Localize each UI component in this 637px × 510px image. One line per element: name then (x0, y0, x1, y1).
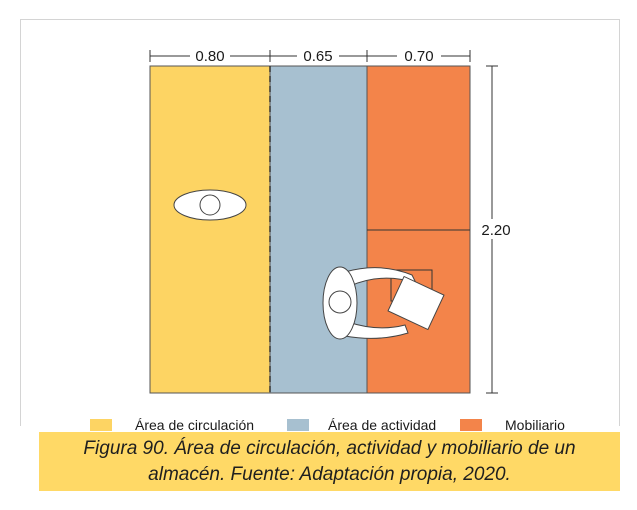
dimension-label-furniture: 0.70 (404, 48, 433, 65)
legend-label-circulation: Área de circulación (135, 417, 254, 433)
legend-swatch-activity (287, 419, 309, 431)
legend-label-furniture: Mobiliario (505, 417, 565, 433)
caption-line-2: almacén. Fuente: Adaptación propia, 2020… (148, 464, 511, 485)
legend-swatch-furniture (460, 419, 482, 431)
dimension-label-height: 2.20 (481, 222, 510, 239)
figure-frame (20, 19, 620, 426)
walking-person-icon (173, 189, 247, 221)
dimension-label-circulation: 0.80 (195, 48, 224, 65)
top-dimension-line (149, 46, 471, 64)
legend: Área de circulación Área de actividad Mo… (90, 417, 565, 433)
circulation-zone (149, 65, 271, 394)
worker-with-box-icon (322, 266, 445, 340)
right-dimension-line (474, 65, 518, 394)
dimension-label-activity: 0.65 (303, 48, 332, 65)
legend-label-activity: Área de actividad (328, 417, 436, 433)
caption-line-1: Figura 90. Área de circulación, activida… (83, 438, 576, 459)
activity-zone (269, 65, 368, 394)
figure-caption: Figura 90. Área de circulación, activida… (39, 432, 620, 491)
legend-swatch-circulation (90, 419, 112, 431)
